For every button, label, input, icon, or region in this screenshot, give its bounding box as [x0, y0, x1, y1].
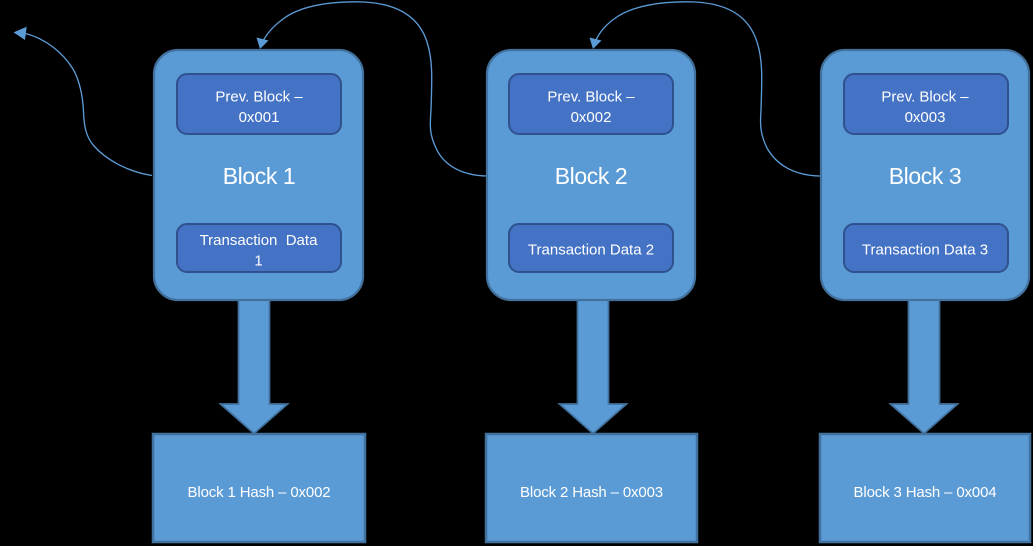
svg-text:Transaction Data 2: Transaction Data 2 — [528, 241, 654, 258]
svg-text:Transaction Data: Transaction Data — [200, 232, 318, 249]
svg-text:Block 1: Block 1 — [223, 163, 296, 189]
svg-text:Prev. Block –: Prev. Block – — [881, 89, 969, 106]
svg-text:Transaction Data 3: Transaction Data 3 — [862, 241, 988, 258]
svg-text:Prev. Block –: Prev. Block – — [547, 89, 635, 106]
svg-text:Block 1 Hash – 0x002: Block 1 Hash – 0x002 — [188, 484, 331, 501]
svg-text:0x002: 0x002 — [571, 109, 612, 126]
svg-text:Block 3 Hash – 0x004: Block 3 Hash – 0x004 — [854, 484, 997, 501]
svg-text:Prev. Block –: Prev. Block – — [215, 89, 303, 106]
svg-text:0x003: 0x003 — [905, 109, 946, 126]
svg-text:1: 1 — [254, 253, 262, 270]
svg-text:Block 2: Block 2 — [555, 163, 628, 189]
svg-text:Block 3: Block 3 — [889, 163, 962, 189]
svg-text:Block 2 Hash – 0x003: Block 2 Hash – 0x003 — [520, 484, 663, 501]
svg-text:0x001: 0x001 — [239, 109, 280, 126]
